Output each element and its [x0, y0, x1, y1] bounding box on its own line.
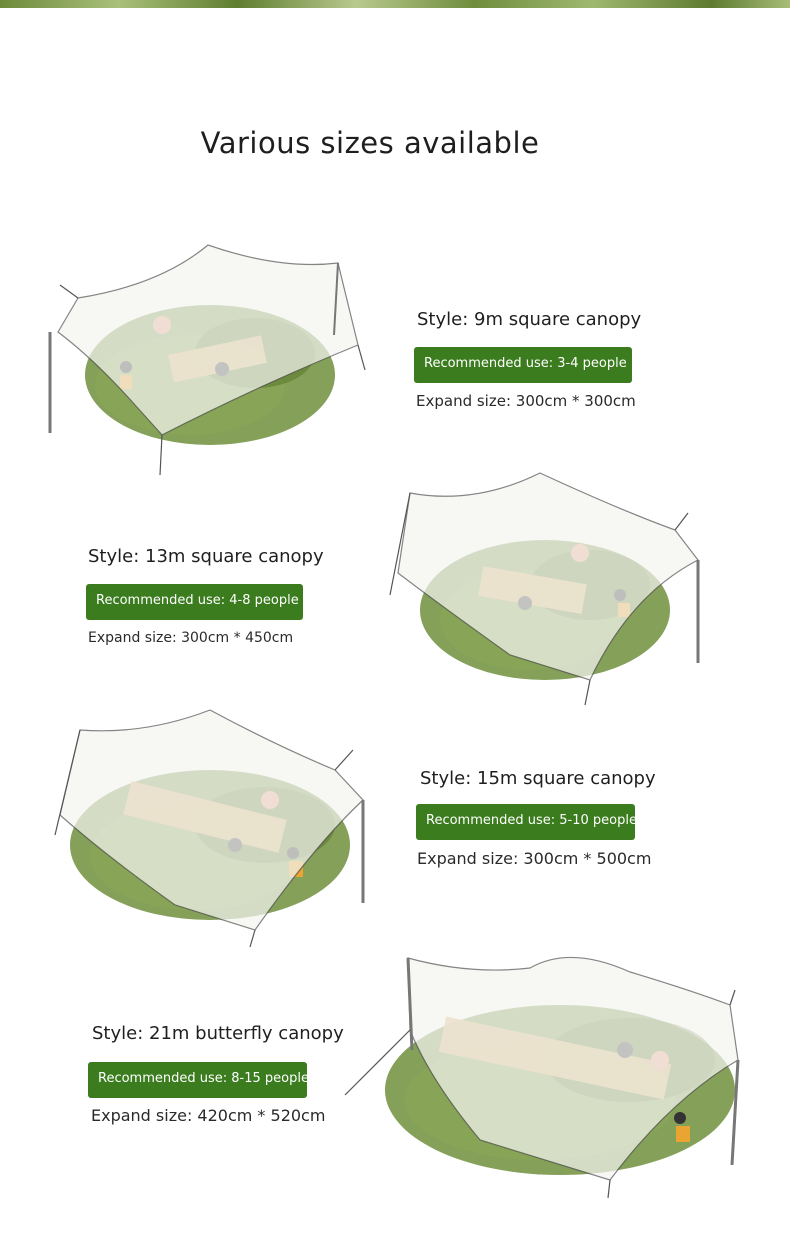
recommended-21m-badge: Recommended use: 8-15 people [88, 1062, 309, 1098]
style-13m-label: Style: 13m square canopy [88, 546, 324, 567]
expand-15m-text: Expand size: 300cm * 500cm [417, 849, 652, 868]
expand-9m-text: Expand size: 300cm * 300cm [416, 392, 636, 410]
canopy-9m-illustration [48, 244, 366, 476]
canopy-15m-illustration [54, 709, 365, 948]
page-title: Various sizes available [200, 126, 540, 160]
canopy-21m-illustration [344, 956, 740, 1199]
style-15m-label: Style: 15m square canopy [420, 768, 656, 789]
recommended-13m-badge: Recommended use: 4-8 people [86, 584, 303, 620]
expand-13m-text: Expand size: 300cm * 450cm [88, 630, 294, 646]
recommended-9m-badge: Recommended use: 3-4 people [414, 347, 632, 383]
style-21m-label: Style: 21m butterfly canopy [92, 1023, 344, 1044]
canopy-13m-illustration [389, 472, 700, 706]
expand-21m-text: Expand size: 420cm * 520cm [91, 1106, 326, 1125]
recommended-15m-badge: Recommended use: 5-10 people [416, 804, 637, 840]
top-grass-strip [0, 0, 790, 8]
style-9m-label: Style: 9m square canopy [417, 309, 642, 330]
